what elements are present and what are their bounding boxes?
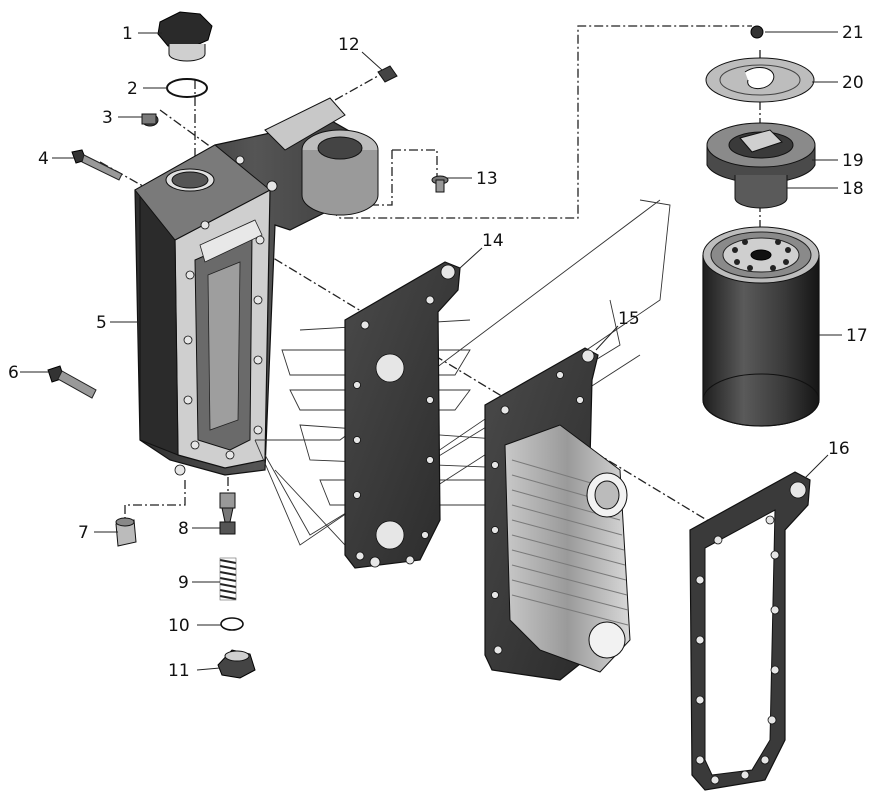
rear-gasket: [689, 471, 811, 791]
spring: [219, 557, 237, 601]
o-ring: [166, 78, 208, 98]
oil-filter: [702, 226, 820, 427]
sleeve: [115, 517, 137, 547]
callout-4: 4: [38, 149, 49, 169]
callout-8: 8: [178, 519, 189, 539]
washer: [220, 617, 244, 631]
leader-lines: [20, 31, 842, 671]
bolt-13: [431, 175, 449, 193]
callout-15: 15: [618, 309, 640, 329]
callout-16: 16: [828, 439, 850, 459]
plug-top-right: [377, 65, 398, 83]
callout-14: 14: [482, 231, 504, 251]
callout-20: 20: [842, 73, 864, 93]
callout-7: 7: [78, 523, 89, 543]
callout-13: 13: [476, 169, 498, 189]
plug-bottom: [217, 649, 256, 679]
callout-3: 3: [102, 108, 113, 128]
callout-6: 6: [8, 363, 19, 383]
filter-plate: [705, 57, 815, 103]
valve-plunger: [219, 492, 236, 535]
callout-17: 17: [846, 326, 868, 346]
callout-1: 1: [122, 24, 133, 44]
callout-2: 2: [127, 79, 138, 99]
callout-19: 19: [842, 151, 864, 171]
callout-labels: 1 2 3 4 5 6 7 8 9 10 11 12 13 14 15 16 1…: [8, 23, 868, 681]
plug-small: [141, 113, 159, 127]
callout-18: 18: [842, 179, 864, 199]
check-ball: [750, 25, 764, 39]
callout-9: 9: [178, 573, 189, 593]
callout-11: 11: [168, 661, 190, 681]
cooler-housing: [134, 97, 379, 476]
bolt-upper: [71, 149, 123, 181]
filter-head: [706, 122, 816, 209]
gasket-plate: [344, 261, 461, 569]
cooler-core: [484, 347, 631, 681]
bolt-lower: [47, 365, 97, 399]
callout-5: 5: [96, 313, 107, 333]
callout-12: 12: [338, 35, 360, 55]
callout-21: 21: [842, 23, 864, 43]
callout-10: 10: [168, 616, 190, 636]
oil-filler-cap: [157, 11, 213, 62]
